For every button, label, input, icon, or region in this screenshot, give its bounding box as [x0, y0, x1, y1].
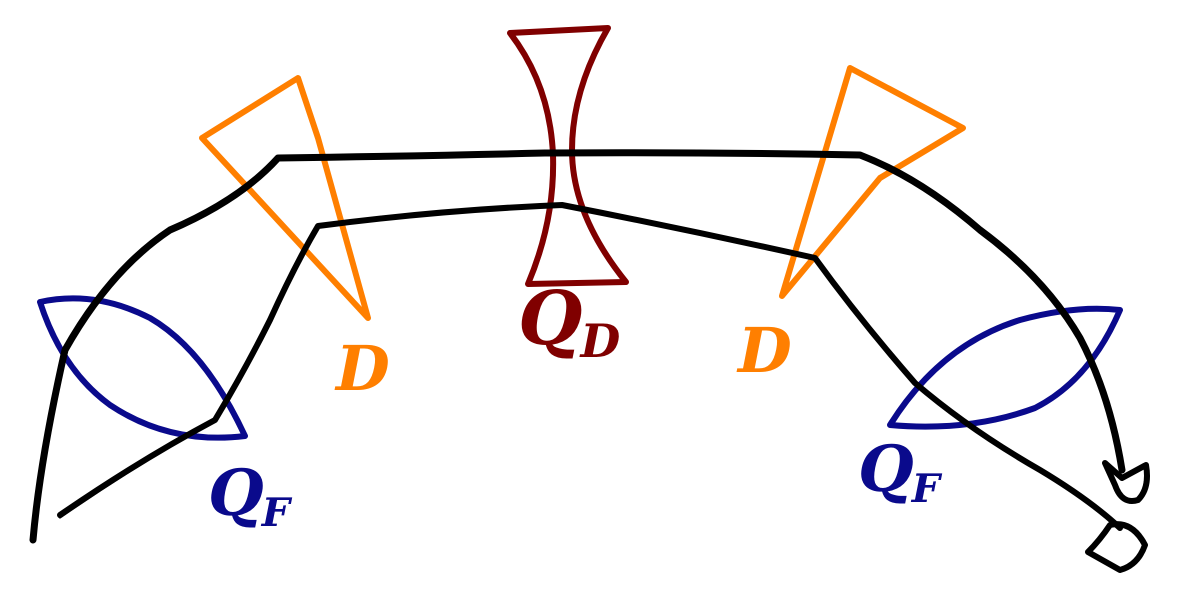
focusing-quad-right-label: QF	[858, 438, 940, 510]
focusing-quad-right-subscript: F	[911, 466, 940, 513]
focusing-quad-right-text: Q	[858, 432, 914, 507]
focusing-quad-left-label: QF	[208, 462, 290, 534]
dipole-right-text: D	[738, 314, 792, 387]
focusing-quad-left-subscript: F	[261, 490, 290, 537]
defocusing-quad-text: Q	[518, 276, 583, 362]
beam-trajectory-outer	[29, 149, 1126, 544]
detector-lower	[1085, 521, 1148, 573]
beam-trajectory-inner	[57, 202, 1123, 531]
defocusing-quad-lens	[507, 25, 629, 287]
dipole-right-label: D	[738, 320, 792, 382]
focusing-quad-lens-right	[887, 305, 1123, 430]
dipole-left	[199, 75, 371, 321]
focusing-quad-left-text: Q	[208, 456, 264, 531]
dipole-right	[779, 65, 966, 299]
defocusing-quad-subscript: D	[580, 313, 621, 368]
dipole-left-label: D	[336, 338, 390, 400]
dipole-left-text: D	[336, 332, 390, 405]
defocusing-quad-label: QD	[518, 282, 620, 365]
focusing-quad-lens-left	[37, 295, 248, 441]
beam-trajectory-thin	[58, 418, 217, 519]
detector-upper	[1102, 460, 1150, 504]
